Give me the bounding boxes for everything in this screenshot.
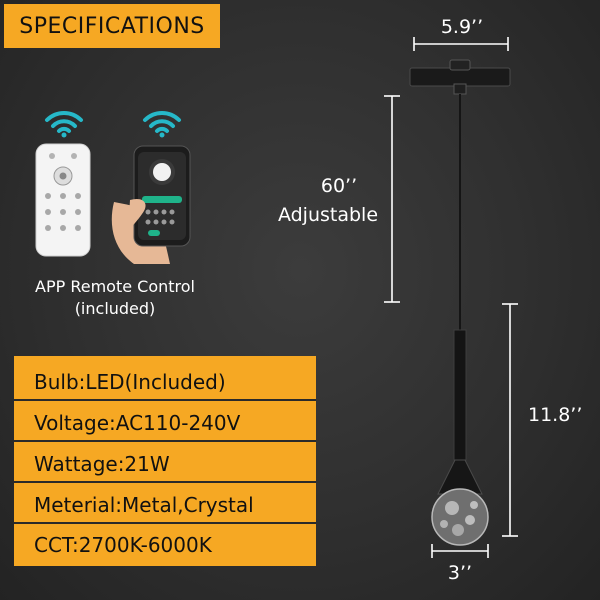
spec-label: Voltage:AC110-240V xyxy=(34,410,241,435)
globe-width-label: 3’’ xyxy=(447,562,473,584)
spec-row-cct: CCT:2700K-6000K xyxy=(14,526,316,563)
spec-row-voltage: Voltage:AC110-240V xyxy=(14,405,316,442)
wifi-icon xyxy=(45,110,83,138)
canopy-width-label: 5.9’’ xyxy=(440,16,484,38)
remote-caption-line1: APP Remote Control xyxy=(35,277,195,296)
smartphone-icon xyxy=(111,145,191,264)
spec-label: Meterial:Metal,Crystal xyxy=(34,492,254,517)
cord-adjustable-label: Adjustable xyxy=(277,204,379,226)
spec-row-wattage: Wattage:21W xyxy=(14,446,316,483)
specs-table: Bulb:LED(Included) Voltage:AC110-240V Wa… xyxy=(14,356,316,566)
spec-row-material: Meterial:Metal,Crystal xyxy=(14,487,316,524)
fixture-height-label: 11.8’’ xyxy=(528,404,583,426)
specifications-header: SPECIFICATIONS xyxy=(4,4,220,48)
spec-row-bulb: Bulb:LED(Included) xyxy=(14,364,316,401)
wifi-icon xyxy=(143,110,181,138)
spec-label: Wattage:21W xyxy=(34,451,170,476)
spec-label: CCT:2700K-6000K xyxy=(34,532,212,557)
remote-control-icon xyxy=(35,143,91,257)
specifications-title: SPECIFICATIONS xyxy=(19,13,205,39)
cord-length-label: 60’’ xyxy=(320,175,358,197)
remote-caption: APP Remote Control (included) xyxy=(20,276,210,320)
spec-label: Bulb:LED(Included) xyxy=(34,369,226,394)
remote-caption-line2: (included) xyxy=(74,299,156,318)
